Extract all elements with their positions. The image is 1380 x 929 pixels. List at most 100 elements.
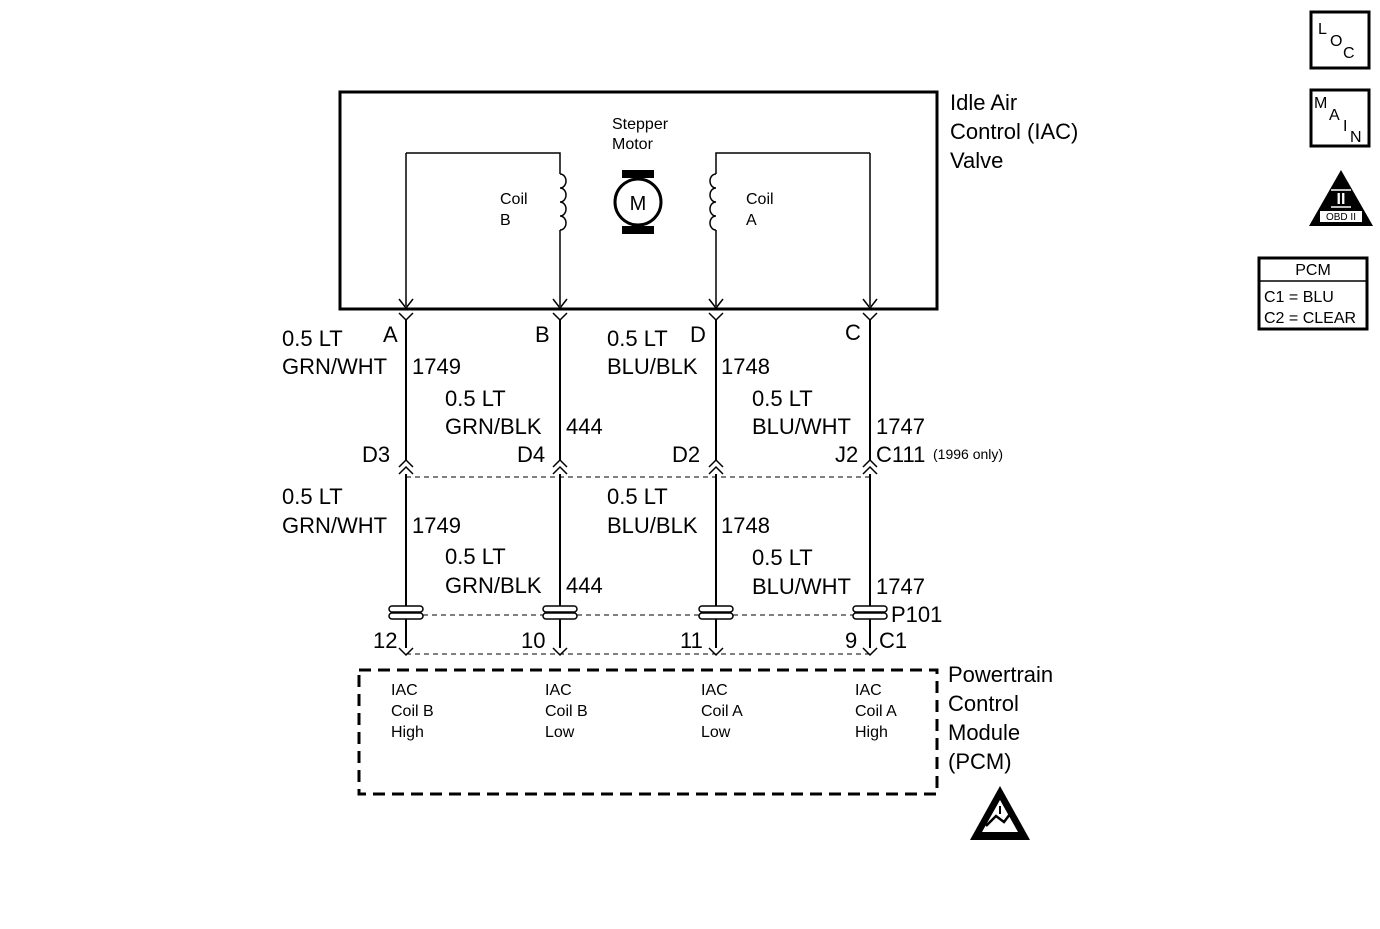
loc-letter-c: C xyxy=(1343,45,1355,62)
loc-icon[interactable]: L O C xyxy=(1309,10,1371,70)
upper-wire-lines xyxy=(405,320,871,460)
pcm-pin-12: 12 xyxy=(373,628,397,653)
svg-text:IAC: IAC xyxy=(545,682,572,699)
upper-wire-1-circuit: 1749 xyxy=(412,354,461,379)
lower-wire-3-color: BLU/BLK xyxy=(607,513,698,538)
iac-name-line-3: Valve xyxy=(950,148,1003,173)
upper-wire-2-circuit: 444 xyxy=(566,414,603,439)
c111-pin-d2: D2 xyxy=(672,442,700,467)
main-letter-a: A xyxy=(1329,107,1340,124)
main-letter-i: I xyxy=(1343,118,1347,135)
pcm-pin-10: 10 xyxy=(521,628,545,653)
stepper-label-1: Stepper xyxy=(612,116,669,133)
iac-name-line-1: Idle Air xyxy=(950,90,1017,115)
loc-letter-l: L xyxy=(1318,21,1327,38)
c111-pin-j2: J2 xyxy=(835,442,858,467)
pcm-terminal-3: IAC Coil A Low xyxy=(701,682,743,741)
motor-symbol: M xyxy=(630,193,647,215)
p101-connector-id: C1 xyxy=(879,628,907,653)
svg-text:Coil B: Coil B xyxy=(545,703,588,720)
iac-valve-box xyxy=(338,90,939,311)
upper-wire-3-color: BLU/BLK xyxy=(607,354,698,379)
obd-ii-icon[interactable]: II OBD II xyxy=(1309,170,1373,226)
stepper-label-2: Motor xyxy=(612,136,654,153)
pcm-name-line-4: (PCM) xyxy=(948,749,1012,774)
coil-b-wiring xyxy=(398,152,568,310)
pcm-terminal-4: IAC Coil A High xyxy=(855,682,897,741)
pcm-name-line-2: Control xyxy=(948,691,1019,716)
c111-note: (1996 only) xyxy=(933,446,1003,462)
upper-wire-3-size: 0.5 LT xyxy=(607,326,668,351)
lower-wire-1-color: GRN/WHT xyxy=(282,513,387,538)
p101-terminal-3 xyxy=(698,605,734,620)
lower-wire-1-size: 0.5 LT xyxy=(282,484,343,509)
legend-title: PCM xyxy=(1295,262,1331,279)
pcm-pin-9: 9 xyxy=(845,628,857,653)
iac-valve-name: Idle Air Control (IAC) Valve xyxy=(950,90,1078,173)
p101-terminal-1 xyxy=(388,605,424,620)
iac-name-line-2: Control (IAC) xyxy=(950,119,1078,144)
iac-pin-chevrons xyxy=(398,312,878,322)
iac-pin-d: D xyxy=(690,322,706,347)
svg-text:High: High xyxy=(855,724,888,741)
c111-pin-d4: D4 xyxy=(517,442,545,467)
pcm-pin-11: 11 xyxy=(680,628,703,653)
upper-wire-1-size: 0.5 LT xyxy=(282,326,343,351)
pcm-connector-legend: PCM C1 = BLU C2 = CLEAR xyxy=(1257,256,1369,331)
upper-wire-4-circuit: 1747 xyxy=(876,414,925,439)
pcm-name: Powertrain Control Module (PCM) xyxy=(948,662,1053,774)
c111-name: C111 xyxy=(876,442,925,467)
c111-connector xyxy=(398,458,878,478)
lower-wire-4-color: BLU/WHT xyxy=(752,574,851,599)
svg-text:Coil B: Coil B xyxy=(391,703,434,720)
coil-b-label-1: Coil xyxy=(500,191,528,208)
p101-name: P101 xyxy=(891,602,942,627)
c111-pin-d3: D3 xyxy=(362,442,390,467)
svg-text:Coil A: Coil A xyxy=(855,703,897,720)
upper-wire-4-size: 0.5 LT xyxy=(752,386,813,411)
pcm-terminal-2: IAC Coil B Low xyxy=(545,682,588,741)
pcm-name-line-1: Powertrain xyxy=(948,662,1053,687)
svg-text:High: High xyxy=(391,724,424,741)
upper-wire-4-color: BLU/WHT xyxy=(752,414,851,439)
upper-wire-3-circuit: 1748 xyxy=(721,354,770,379)
svg-text:IAC: IAC xyxy=(855,682,882,699)
coil-b-label-2: B xyxy=(500,212,511,229)
legend-row-c2: C2 = CLEAR xyxy=(1264,310,1356,327)
lower-wire-2-color: GRN/BLK xyxy=(445,573,542,598)
p101-terminal-4 xyxy=(852,605,888,620)
p101-terminal-2 xyxy=(542,605,578,620)
svg-text:IAC: IAC xyxy=(701,682,728,699)
stepper-motor-icon: M xyxy=(613,170,663,234)
svg-text:Coil A: Coil A xyxy=(701,703,743,720)
p101-connector xyxy=(388,605,888,657)
svg-text:Low: Low xyxy=(701,724,731,741)
main-letter-n: N xyxy=(1350,129,1362,146)
iac-pin-a: A xyxy=(383,322,398,347)
upper-wire-2-color: GRN/BLK xyxy=(445,414,542,439)
lower-wire-3-circuit: 1748 xyxy=(721,513,770,538)
iac-pin-c: C xyxy=(845,320,861,345)
coil-a-label-2: A xyxy=(746,212,757,229)
svg-text:Low: Low xyxy=(545,724,575,741)
main-icon[interactable]: M A I N xyxy=(1309,88,1371,148)
coil-a-wiring xyxy=(708,152,878,310)
lower-wire-4-circuit: 1747 xyxy=(876,574,925,599)
coil-a-label-1: Coil xyxy=(746,191,774,208)
lower-wire-2-size: 0.5 LT xyxy=(445,544,506,569)
lower-wire-4-size: 0.5 LT xyxy=(752,545,813,570)
lower-wire-3-size: 0.5 LT xyxy=(607,484,668,509)
upper-wire-1-color: GRN/WHT xyxy=(282,354,387,379)
obd-label: OBD II xyxy=(1326,212,1356,223)
pcm-terminal-1: IAC Coil B High xyxy=(391,682,434,741)
main-letter-m: M xyxy=(1314,95,1327,112)
loc-letter-o: O xyxy=(1330,33,1342,50)
upper-wire-2-size: 0.5 LT xyxy=(445,386,506,411)
lower-wire-2-circuit: 444 xyxy=(566,573,603,598)
legend-row-c1: C1 = BLU xyxy=(1264,289,1334,306)
iac-pin-b: B xyxy=(535,322,550,347)
esd-warning-icon xyxy=(970,786,1030,840)
obd-numeral: II xyxy=(1337,191,1346,208)
svg-text:IAC: IAC xyxy=(391,682,418,699)
